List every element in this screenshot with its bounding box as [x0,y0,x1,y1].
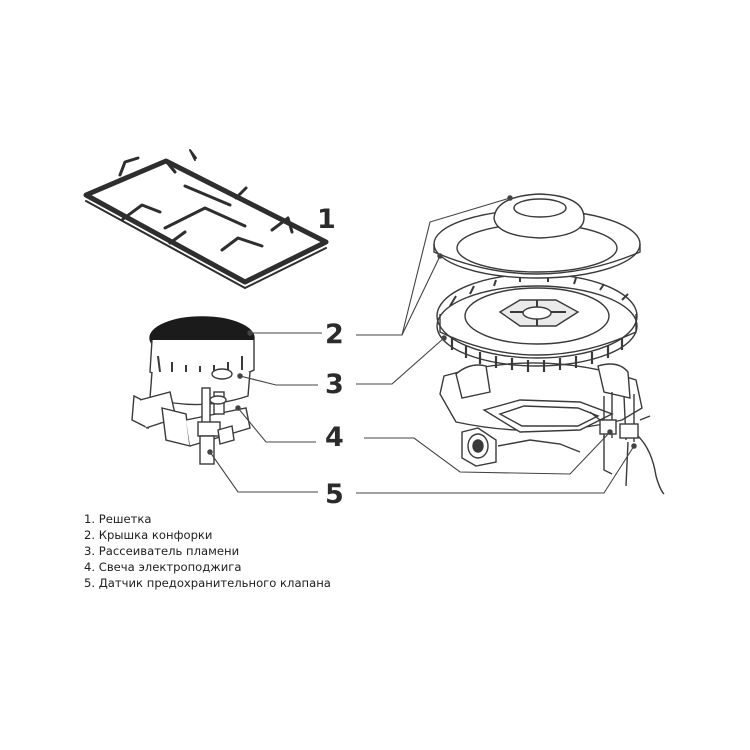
callout-2: 2 [325,319,344,350]
leader-lines [207,195,637,494]
callout-4: 4 [325,422,344,453]
legend-item: 2. Крышка конфорки [84,528,213,542]
callout-5: 5 [325,479,344,510]
parts-legend: 1. Решетка 2. Крышка конфорки 3. Рассеив… [84,511,331,591]
legend-item: 4. Свеча электроподжига [84,560,242,574]
legend-item: 1. Решетка [84,512,152,526]
grate-illustration [83,149,329,289]
callout-1: 1 [317,204,336,235]
assembled-burner [131,316,255,465]
callout-3: 3 [325,369,344,400]
exploded-burner [433,193,665,495]
legend-item: 3. Рассеиватель пламени [84,544,240,558]
legend-item: 5. Датчик предохранительного клапана [84,576,331,590]
